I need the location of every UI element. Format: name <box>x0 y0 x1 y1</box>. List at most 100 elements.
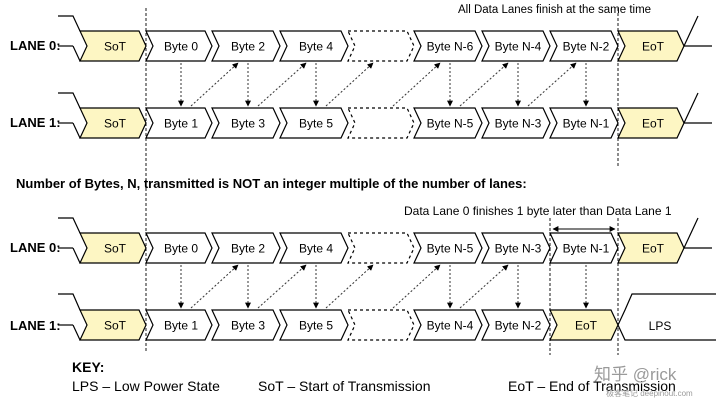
lane-0-1-cell-label-8: EoT <box>642 117 665 131</box>
lane-1-0-gap-cell <box>347 232 415 264</box>
lane-1-0-cell-2 <box>211 232 281 264</box>
lane-0-0-cell-label-0: SoT <box>104 40 127 54</box>
lane-0-0-cell-label-7: Byte N-2 <box>563 40 610 54</box>
lane-0-0-lead-in <box>58 15 81 32</box>
lane-0-0-cell-8 <box>617 30 685 62</box>
lane-0-1-lead-in <box>58 92 81 109</box>
byte-order-arrow <box>392 264 441 309</box>
byte-order-arrow <box>190 62 239 107</box>
key-eot: EoT – End of Transmission <box>508 378 676 394</box>
lane-0-1-cell-2 <box>211 107 281 139</box>
lane-1-0-cell-label-0: SoT <box>104 242 127 256</box>
lane-0-0-cell-3 <box>279 30 349 62</box>
lane-0-0-cell-6 <box>481 30 551 62</box>
lane-0-0-cell-label-2: Byte 2 <box>231 40 265 54</box>
lane-0-1-cell-label-6: Byte N-3 <box>495 117 542 131</box>
key-title: KEY: <box>72 359 105 375</box>
lane-1-0-cell-label-8: EoT <box>642 242 665 256</box>
lane-0-1-trail-out <box>683 92 699 124</box>
lane-0-0-cell-label-8: EoT <box>642 40 665 54</box>
lane-1-1-cell-1 <box>145 309 213 341</box>
lane-1-0-cell-label-5: Byte N-5 <box>427 242 474 256</box>
byte-order-arrow <box>459 264 509 309</box>
lane-0-0-cell-5 <box>413 30 483 62</box>
lane0-label-a: LANE 0: <box>10 38 61 53</box>
byte-order-arrow <box>527 62 577 107</box>
lane-1-0-cell-label-7: Byte N-1 <box>563 242 610 256</box>
lane-1-0-lead-in <box>58 217 81 234</box>
byte-order-arrow <box>190 264 239 309</box>
lane-1-1-cell-2 <box>211 309 281 341</box>
byte-order-arrow <box>459 62 509 107</box>
lane-0-1-cell-1 <box>145 107 213 139</box>
lane-0-0-cell-label-3: Byte 4 <box>299 40 333 54</box>
lane-1-1-gap-cell <box>347 309 415 341</box>
lane1-label-b: LANE 1: <box>10 318 61 333</box>
lane-1-1-cell-label-5: Byte N-4 <box>427 319 474 333</box>
lane-0-1-cell-6 <box>481 107 551 139</box>
timing-guides <box>145 8 619 355</box>
lane-1-0-trail-out <box>683 217 699 249</box>
lane-1-1-cell-label-2: Byte 3 <box>231 319 265 333</box>
key-sot: SoT – Start of Transmission <box>258 378 431 394</box>
watermark-small: 极客笔记 deepinout.com <box>606 389 693 398</box>
top-note: All Data Lanes finish at the same time <box>458 4 652 16</box>
lane-1-1-lead-in <box>58 293 81 311</box>
lane-0-1-cell-3 <box>279 107 349 139</box>
section-heading: Number of Bytes, N, transmitted is NOT a… <box>16 176 527 191</box>
lane-0-1-cell-label-7: Byte N-1 <box>563 117 610 131</box>
lane-0-1-cell-label-0: SoT <box>104 117 127 131</box>
lane-1-1-cell-label-3: Byte 5 <box>299 319 333 333</box>
lane-0-1-cell-0 <box>79 107 147 139</box>
lane-0-1-gap-cell <box>347 107 415 139</box>
lane-1-1-cell-6 <box>481 309 551 341</box>
lane-1-0-cell-label-3: Byte 4 <box>299 242 333 256</box>
lane-0-0-gap-cell <box>347 30 415 62</box>
byte-order-arrow <box>325 62 374 107</box>
lane-0-1-cell-5 <box>413 107 483 139</box>
lane-delay-note: Data Lane 0 finishes 1 byte later than D… <box>404 204 672 218</box>
lane-0-0-cell-0 <box>79 30 147 62</box>
lane-1-0-cell-label-1: Byte 0 <box>164 242 198 256</box>
key-lps: LPS – Low Power State <box>72 378 220 394</box>
lane-0-0-cell-label-6: Byte N-4 <box>495 40 542 54</box>
lane-0-1-cell-label-5: Byte N-5 <box>427 117 474 131</box>
byte-order-arrow <box>257 62 307 107</box>
lane-0-1-cell-7 <box>549 107 619 139</box>
lane-1-0-cell-3 <box>279 232 349 264</box>
lane-0-0-trail-out <box>683 15 699 47</box>
watermark: 知乎 @rick <box>594 365 677 384</box>
lane-1-0-cell-label-2: Byte 2 <box>231 242 265 256</box>
lane-1-0-cell-5 <box>413 232 483 264</box>
lane-0-0-cell-label-5: Byte N-6 <box>427 40 474 54</box>
lane-0-1-cell-label-1: Byte 1 <box>164 117 198 131</box>
lane1-label-a: LANE 1: <box>10 115 61 130</box>
lane-0-0-cell-2 <box>211 30 281 62</box>
lane-1-1-cell-7 <box>549 309 619 341</box>
lane-1-0-cell-label-6: Byte N-3 <box>495 242 542 256</box>
byte-order-arrow <box>325 264 374 309</box>
lane-0-0-cell-7 <box>549 30 619 62</box>
lane-1-1-cell-label-6: Byte N-2 <box>495 319 542 333</box>
lane-1-0-cell-7 <box>549 232 619 264</box>
byte-order-arrow <box>392 62 441 107</box>
lane-1-1-cell-3 <box>279 309 349 341</box>
lane-1-1-cell-label-7: EoT <box>575 319 598 333</box>
lane-0-1-cell-8 <box>617 107 685 139</box>
lane0-label-b: LANE 0: <box>10 240 61 255</box>
lane-1-1-cell-0 <box>79 309 147 341</box>
lane-0-1-cell-label-2: Byte 3 <box>231 117 265 131</box>
byte-order-arrows <box>178 62 589 309</box>
lane-1-0-cell-8 <box>617 232 685 264</box>
lane-0-0-cell-1 <box>145 30 213 62</box>
lane-0-0-cell-label-1: Byte 0 <box>164 40 198 54</box>
lane-1-1-cell-label-0: SoT <box>104 319 127 333</box>
lane-1-0-cell-1 <box>145 232 213 264</box>
lane-1-1-cell-5 <box>413 309 483 341</box>
lps-label: LPS <box>649 319 672 333</box>
lane-1-1-lps-high <box>617 293 716 326</box>
byte-order-arrow <box>257 264 307 309</box>
lane-0-1-cell-label-3: Byte 5 <box>299 117 333 131</box>
